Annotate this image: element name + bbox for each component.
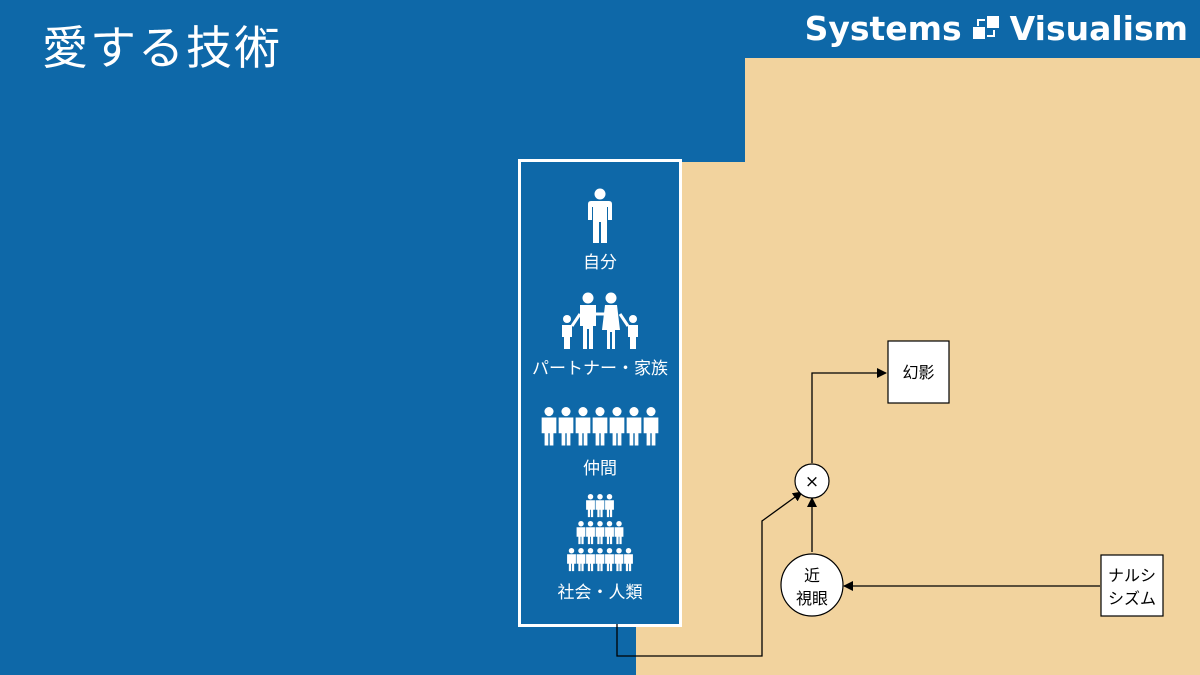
- myopia-node: 近 視眼: [780, 553, 844, 617]
- scope-label-family: パートナー・家族: [532, 359, 668, 379]
- small-person-figure: [586, 548, 595, 572]
- scope-label-self: 自分: [583, 253, 617, 273]
- small-person-figure: [614, 521, 624, 545]
- illusion-node: 幻影: [887, 340, 950, 404]
- small-person-figure: [558, 407, 574, 446]
- small-person-figure: [586, 521, 595, 545]
- systems-visualism-logo: Systems Visualism: [805, 6, 1188, 50]
- small-person-figure: [605, 548, 614, 572]
- loop-squares-icon: [972, 16, 999, 39]
- small-person-figure: [614, 548, 624, 572]
- multiply-label: ×: [805, 472, 819, 492]
- family-icon: [562, 292, 638, 349]
- small-person-figure: [592, 407, 608, 446]
- narcissism-label-line2: シズム: [1108, 589, 1156, 608]
- scope-item-society: 社会・人類: [521, 492, 679, 603]
- narcissism-label-line1: ナルシ: [1108, 566, 1156, 585]
- small-person-figure: [609, 407, 625, 446]
- slide-title: 愛する技術: [42, 21, 282, 75]
- scope-label-society: 社会・人類: [557, 583, 643, 603]
- small-person-figure: [576, 548, 586, 572]
- scope-panel: 自分 パートナー・家族 仲間 社会・人類: [518, 159, 682, 627]
- small-person-figure: [595, 548, 605, 572]
- small-person-figure: [624, 548, 633, 572]
- logo-text-left: Systems: [804, 8, 962, 48]
- illusion-label: 幻影: [902, 363, 934, 382]
- multiply-node: ×: [794, 463, 830, 499]
- myopia-label-line1: 近: [804, 566, 820, 585]
- group-icon: [541, 407, 659, 446]
- small-person-figure: [576, 521, 586, 545]
- small-person-figure: [541, 407, 557, 446]
- small-person-figure: [626, 407, 642, 446]
- narcissism-node: ナルシ シズム: [1100, 554, 1164, 617]
- logo-text-right: Visualism: [1009, 8, 1188, 48]
- scope-label-peers: 仲間: [583, 459, 617, 479]
- small-person-figure: [595, 494, 605, 518]
- small-person-figure: [567, 548, 576, 572]
- scope-item-self: 自分: [521, 188, 679, 273]
- small-person-figure: [605, 521, 614, 545]
- scope-item-peers: 仲間: [521, 406, 679, 479]
- small-person-figure: [643, 407, 659, 446]
- person-icon: [588, 188, 612, 243]
- small-person-figure: [575, 407, 591, 446]
- small-person-figure: [586, 494, 595, 518]
- small-person-figure: [595, 521, 605, 545]
- panel-to-multiply-arrow: [616, 491, 803, 657]
- crowd-icon: [567, 494, 633, 572]
- myopia-label-line2: 視眼: [796, 589, 828, 608]
- small-person-figure: [605, 494, 614, 518]
- scope-item-family: パートナー・家族: [521, 292, 679, 379]
- multiply-to-illusion-arrow: [811, 368, 887, 463]
